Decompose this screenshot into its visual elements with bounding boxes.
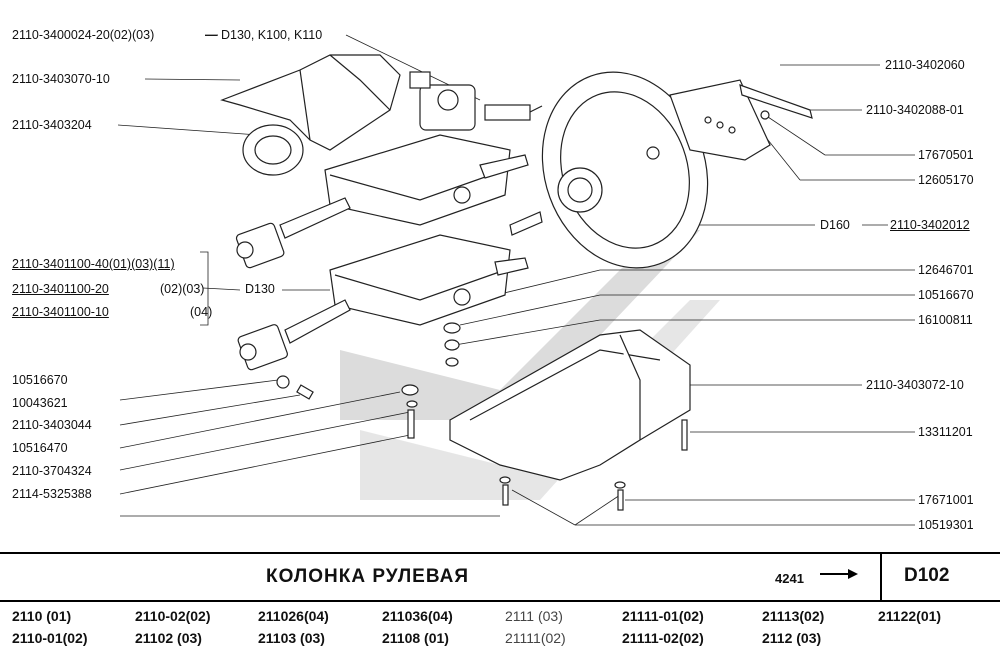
title-bar: КОЛОНКА РУЛЕВАЯ 4241 D102: [0, 552, 1000, 602]
label-13311201: 13311201: [918, 425, 973, 439]
title-divider: [880, 554, 882, 600]
label-2110-3402012: 2110-3402012: [890, 218, 970, 232]
steering-wheel: [541, 71, 709, 269]
label-2110-3403070-10: 2110-3403070-10: [12, 72, 110, 86]
fasteners: [276, 322, 688, 511]
label-2110-3403072-10: 2110-3403072-10: [866, 378, 964, 392]
label-17671001: 17671001: [918, 493, 974, 507]
variant: 21111-01(02): [622, 608, 704, 624]
label-2110-3704324: 2110-3704324: [12, 464, 92, 478]
model-variants: 2110 (01) 2110-02(02) 211026(04) 211036(…: [0, 602, 1000, 654]
label-d160: D160: [820, 218, 850, 232]
variant: 21103 (03): [258, 630, 325, 646]
label-16100811: 16100811: [918, 313, 973, 327]
group-bracket: [200, 251, 209, 326]
label-2110-3402088-01: 2110-3402088-01: [866, 103, 964, 117]
label-2110-3403204: 2110-3403204: [12, 118, 92, 132]
label-10043621: 10043621: [12, 396, 68, 410]
variant: 2110-01(02): [12, 630, 88, 646]
variant: 211036(04): [382, 608, 453, 624]
label-2110-3403044: 2110-3403044: [12, 418, 92, 432]
variant: 21111-02(02): [622, 630, 704, 646]
label-17670501: 17670501: [918, 148, 974, 162]
variant: 2110-02(02): [135, 608, 211, 624]
variant: 21108 (01): [382, 630, 449, 646]
variant: 21122(01): [878, 608, 942, 624]
label-10516670-right: 10516670: [918, 288, 974, 302]
label-10516470: 10516470: [12, 441, 68, 455]
label-2114-5325388: 2114-5325388: [12, 487, 92, 501]
label-02-03: (02)(03): [160, 282, 205, 296]
steering-column-upper: [235, 134, 529, 269]
upper-shroud: [220, 54, 401, 151]
sheet-code: D102: [904, 565, 950, 586]
lock-ring: [242, 124, 304, 176]
label-12605170: 12605170: [918, 173, 974, 187]
horn-pad: [669, 79, 813, 161]
label-2110-3402060: 2110-3402060: [885, 58, 965, 72]
right-leader-lines: [454, 64, 915, 526]
label-10519301: 10519301: [918, 518, 974, 532]
reference-number: 4241: [775, 571, 804, 586]
steering-column-lower: [237, 211, 543, 371]
label-2110-3401100-40: 2110-3401100-40(01)(03)(11): [12, 257, 175, 271]
variant: 21111(02): [505, 630, 566, 646]
page-title: КОЛОНКА РУЛЕВАЯ: [266, 566, 470, 587]
label-2110-3401100-10: 2110-3401100-10: [12, 305, 109, 319]
variant: 2111 (03): [505, 608, 563, 624]
steering-column-exploded-diagram: [117, 34, 915, 526]
ignition-switch: [409, 71, 543, 131]
label-04: (04): [190, 305, 213, 319]
variant: 21113(02): [762, 608, 825, 624]
arrow-right-icon: [820, 569, 858, 579]
label-10516670-left: 10516670: [12, 373, 68, 387]
label-d130-k100-k110: — D130, K100, K110: [205, 28, 323, 42]
variant: 21102 (03): [135, 630, 202, 646]
label-2110-3401100-20: 2110-3401100-20: [12, 282, 109, 296]
variant: 2112 (03): [762, 630, 822, 646]
variant: 211026(04): [258, 608, 329, 624]
label-2110-3400024-20: 2110-3400024-20(02)(03): [12, 28, 155, 42]
left-leader-lines: [117, 34, 500, 517]
lower-shroud: [449, 329, 691, 481]
variant: 2110 (01): [12, 608, 72, 624]
label-group-d130: D130: [245, 282, 275, 296]
label-12646701: 12646701: [918, 263, 974, 277]
